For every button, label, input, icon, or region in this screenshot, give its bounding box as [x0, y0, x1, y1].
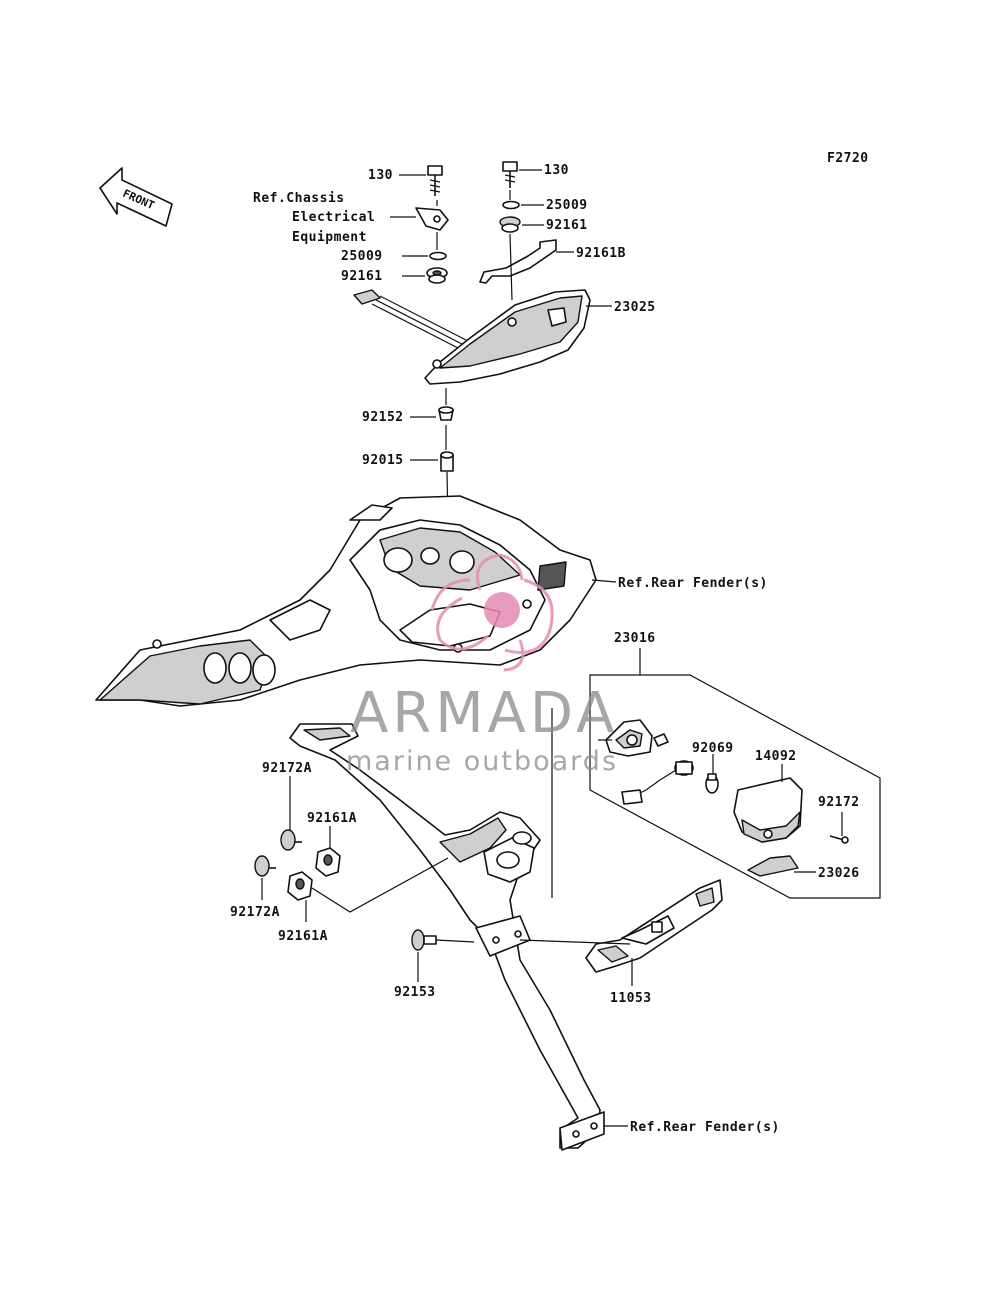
label-130-right: 130 — [544, 163, 569, 178]
label-92152: 92152 — [362, 410, 404, 425]
label-92161-left: 92161 — [341, 269, 383, 284]
lens-14092 — [733, 777, 803, 843]
label-ref-rear-fender-top: Ref.Rear Fender(s) — [618, 576, 768, 591]
washer-25009-left — [429, 251, 447, 261]
damper-92161a-bottom — [287, 871, 313, 901]
label-25009-left: 25009 — [341, 249, 383, 264]
plate-bracket-11053 — [585, 879, 723, 973]
label-92172a-bottom: 92172A — [230, 905, 280, 920]
tail-cover-23025 — [424, 289, 591, 385]
bolt-92153 — [411, 929, 437, 951]
label-ref-rear-fender-bottom: Ref.Rear Fender(s) — [630, 1120, 780, 1135]
label-25009-right: 25009 — [546, 198, 588, 213]
wire-harness — [353, 289, 467, 349]
watermark-brand: ARMADA — [350, 681, 618, 746]
screw-92172a-top — [280, 829, 302, 851]
washer-25009-right — [502, 200, 520, 210]
clamp-ref-chassis — [415, 207, 449, 231]
cover-23026 — [747, 855, 799, 877]
label-11053: 11053 — [610, 991, 652, 1006]
ref-chassis-line3: Equipment — [292, 230, 367, 245]
label-23016: 23016 — [614, 631, 656, 646]
bolt-130-right — [502, 161, 518, 188]
collar-92152 — [438, 406, 454, 421]
bracket-92161b — [479, 239, 557, 284]
grommet-92161-right — [499, 216, 521, 233]
armada-logo-icon — [430, 553, 554, 672]
damper-92161a-top — [315, 847, 341, 877]
screw-92172 — [829, 835, 849, 844]
label-92153: 92153 — [394, 985, 436, 1000]
rear-fender — [95, 495, 597, 707]
label-92015: 92015 — [362, 453, 404, 468]
label-92161a-top: 92161A — [307, 811, 357, 826]
label-92172a-top: 92172A — [262, 761, 312, 776]
label-92161-right: 92161 — [546, 218, 588, 233]
label-92161b: 92161B — [576, 246, 626, 261]
collar-92015 — [440, 451, 454, 472]
figure-code: F2720 — [827, 151, 869, 166]
front-arrow-icon: FRONT — [99, 167, 173, 227]
lamp-group-frame — [589, 674, 881, 899]
bulb-92069 — [705, 773, 719, 794]
label-92161a-bottom: 92161A — [278, 929, 328, 944]
ref-chassis-line1: Ref.Chassis — [253, 191, 345, 206]
lamp-socket — [621, 760, 694, 805]
label-14092: 14092 — [755, 749, 797, 764]
label-23026: 23026 — [818, 866, 860, 881]
label-92069: 92069 — [692, 741, 734, 756]
label-130-left: 130 — [368, 168, 393, 183]
watermark-tagline: marine outboards — [346, 746, 618, 777]
label-23025: 23025 — [614, 300, 656, 315]
label-92172: 92172 — [818, 795, 860, 810]
screw-92172a-bottom — [254, 855, 276, 877]
ref-chassis-line2: Electrical — [292, 210, 375, 225]
bolt-130-left — [427, 165, 443, 196]
grommet-92161-left — [426, 267, 448, 284]
lamp-housing — [605, 719, 669, 757]
license-plate-stay — [289, 723, 605, 1151]
